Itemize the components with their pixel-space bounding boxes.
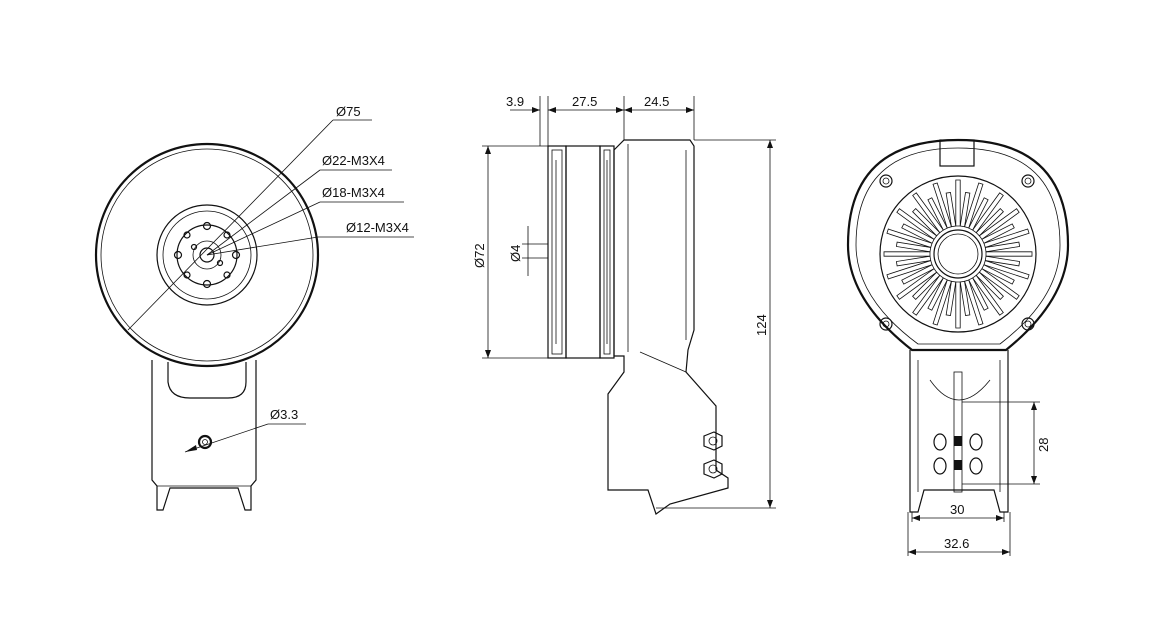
side-view: 3.9 27.5 24.5 Ø72 Ø4 124 [472, 94, 776, 515]
front-view: Ø75 Ø22-M3X4 Ø18-M3X4 Ø12-M3X4 Ø3.3 [94, 104, 414, 511]
cooling-fin [975, 271, 1004, 300]
cooling-fin [932, 279, 952, 326]
cooling-fin [912, 274, 944, 316]
cooling-fin [945, 280, 957, 317]
cooling-fin [896, 208, 938, 240]
cooling-fin [886, 228, 933, 248]
cooling-fin [984, 241, 1021, 253]
cooling-fin [984, 255, 1021, 267]
cooling-fin [927, 197, 948, 231]
cooling-fin [975, 208, 1004, 237]
dim-height: 124 [754, 314, 769, 336]
cooling-fin [883, 251, 931, 257]
cooling-fin [985, 251, 1033, 257]
dim-rotor-width: 27.5 [572, 94, 597, 109]
bolt-holes [173, 221, 241, 289]
cooling-fin [983, 228, 1030, 248]
cooling-fins [883, 179, 1033, 329]
cooling-fin [912, 192, 944, 234]
dim-hole: Ø3.3 [270, 407, 298, 422]
cooling-fin [959, 191, 971, 228]
cooling-fin [978, 208, 1020, 240]
cooling-fin [927, 277, 948, 311]
dim-front-offset: 3.9 [506, 94, 524, 109]
dim-outer-diameter: Ø75 [336, 104, 361, 119]
mount-nuts [703, 431, 723, 479]
dim-diameter: Ø72 [472, 243, 487, 268]
cooling-fin [968, 277, 989, 311]
cooling-fin [932, 182, 952, 229]
cooling-fin [896, 268, 938, 300]
cooling-fin [978, 268, 1020, 300]
cooling-fin [964, 279, 984, 326]
cooling-fin [912, 208, 941, 237]
cooling-fin [901, 264, 935, 285]
dim-outer-width: 32.6 [944, 536, 969, 551]
dim-inner-width: 30 [950, 502, 964, 517]
cooling-fin [972, 274, 1004, 316]
rear-view: 28 30 32.6 [846, 138, 1070, 556]
dim-bolt-circle-2: Ø18-M3X4 [322, 185, 385, 200]
cooling-fin [895, 241, 932, 253]
dim-bolt-circle-3: Ø12-M3X4 [346, 220, 409, 235]
cooling-fin [955, 281, 961, 329]
cooling-fin [912, 271, 941, 300]
cooling-fin [955, 179, 961, 227]
dim-shaft: Ø4 [508, 245, 523, 262]
cooling-fin [981, 264, 1015, 285]
cooling-fin [964, 182, 984, 229]
cooling-fin [959, 280, 971, 317]
cooling-fin [972, 192, 1004, 234]
cooling-fin [983, 260, 1030, 280]
cooling-fin [968, 197, 989, 231]
cooling-fin [886, 260, 933, 280]
dim-mount-width: 24.5 [644, 94, 669, 109]
cooling-fin [901, 223, 935, 244]
cooling-fin [945, 191, 957, 228]
corner-screws [879, 174, 1035, 331]
cooling-fin [895, 255, 932, 267]
cooling-fin [981, 223, 1015, 244]
dim-bolt-circle-1: Ø22-M3X4 [322, 153, 385, 168]
dim-vertical: 28 [1036, 438, 1051, 452]
